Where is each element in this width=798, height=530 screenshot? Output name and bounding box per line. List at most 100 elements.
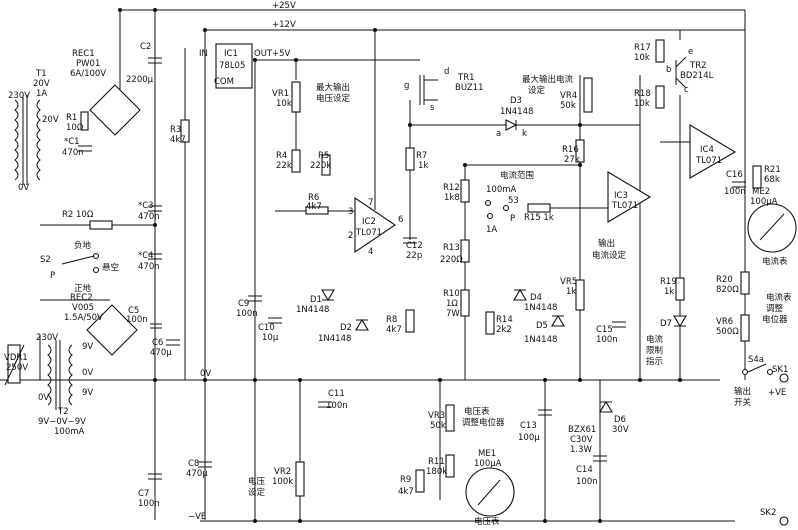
- r10-label: R10: [443, 289, 460, 299]
- c4-value: 470n: [138, 262, 160, 272]
- c5-value: 100n: [126, 315, 148, 325]
- s4a-label: S4a: [748, 355, 764, 365]
- ic4-part: TL071: [695, 156, 722, 166]
- rail-label-0v: 0V: [200, 369, 211, 379]
- c10-value: 10μ: [262, 333, 279, 343]
- r14-value: 2k2: [496, 325, 512, 335]
- r6-value: 4k7: [306, 202, 322, 212]
- ic1-pin-in: IN: [199, 49, 208, 59]
- me2-rating: 100μA: [750, 197, 778, 207]
- resistor-r8: R8 4k7: [386, 309, 415, 335]
- r6-label: R6: [308, 193, 319, 203]
- d6-label: D6: [614, 415, 626, 425]
- d7-note-line1: 电流: [646, 334, 664, 345]
- vr1-note-line1: 最大输出: [316, 82, 350, 93]
- switch-s4a: S4a 输出 开关: [734, 355, 774, 408]
- c6-label: C6: [152, 338, 163, 348]
- capacitor-c14: C14 100n: [576, 455, 607, 487]
- r19-label: R19: [660, 277, 677, 287]
- t2-sec-0v: 0V: [82, 368, 93, 378]
- c15-label: C15: [596, 325, 613, 335]
- r5-label: R5: [318, 151, 329, 161]
- c1-value: 470n: [62, 148, 84, 158]
- d5-part: 1N4148: [524, 335, 557, 345]
- resistor-r16: R16 27k: [562, 139, 585, 165]
- s4a-note-line2: 开关: [734, 397, 752, 408]
- r9-value: 4k7: [398, 487, 414, 497]
- range-title: 电流范围: [500, 170, 534, 181]
- capacitor-c1: *C1 470n: [62, 137, 92, 158]
- r12-value: 1k8: [444, 193, 460, 203]
- capacitor-c12: C12 22p: [403, 237, 423, 261]
- vr1-value: 10k: [276, 99, 292, 109]
- c13-label: C13: [520, 421, 537, 431]
- socket-sk2: SK2: [760, 508, 789, 526]
- r1-value: 10Ω: [66, 123, 84, 133]
- ic4-label: IC4: [700, 145, 714, 155]
- d4-part: 1N4148: [524, 303, 557, 313]
- r21-value: 68k: [764, 175, 780, 185]
- d3-part: 1N4148: [500, 107, 533, 117]
- d3-cathode: k: [522, 129, 527, 139]
- d6-part: BZX61: [568, 425, 596, 435]
- r16-label: R16: [562, 145, 579, 155]
- capacitor-c4: *C4 470n: [138, 251, 162, 272]
- c2-label: C2: [140, 42, 151, 52]
- r2-label: R2 10Ω: [62, 210, 94, 220]
- vr6-note-line3: 电位器: [762, 314, 788, 325]
- r14-label: R14: [496, 315, 513, 325]
- r17-value: 10k: [634, 53, 650, 63]
- vr6-value: 500Ω: [716, 327, 739, 337]
- resistor-r20: R20 820Ω: [716, 271, 750, 295]
- c8-label: C8: [188, 459, 199, 469]
- vr6-note-line1: 电流表: [766, 292, 792, 303]
- c12-label: C12: [406, 241, 423, 251]
- capacitor-c13: C13 100μ: [518, 409, 552, 443]
- vr3-note-line2: 调整电位器: [462, 417, 505, 428]
- range-pole: P: [510, 214, 515, 224]
- capacitor-c15: C15 100n: [596, 321, 626, 345]
- r20-label: R20: [716, 275, 733, 285]
- diode-d3: D3 1N4148 a k: [496, 96, 533, 139]
- capacitor-c2: C2 2200μ: [126, 42, 162, 85]
- c16-label: C16: [726, 170, 743, 180]
- t1-secondary-voltage: 20V: [42, 115, 59, 125]
- potentiometer-vr5: VR5 1k 输出 电流设定: [560, 238, 627, 311]
- d4-label: D4: [530, 293, 542, 303]
- switch-s2: S2 负地 悬空 P 正地: [40, 240, 119, 294]
- c7-value: 100n: [138, 499, 160, 509]
- t1-label: T1: [35, 69, 47, 79]
- resistor-r9: R9 4k7: [398, 469, 425, 497]
- c9-value: 100n: [236, 309, 258, 319]
- tr1-pin-g: g: [404, 81, 409, 91]
- vr5-value: 1k: [566, 287, 576, 297]
- vr5-label: VR5: [560, 277, 577, 287]
- vr3-note-line1: 电压表: [464, 406, 490, 417]
- range-1a: 1A: [486, 225, 497, 235]
- r20-value: 820Ω: [716, 285, 739, 295]
- d3-label: D3: [510, 96, 522, 106]
- ic2-pin3: 3: [348, 207, 353, 217]
- diode-d2: D2 1N4148: [318, 318, 369, 344]
- bridge-rectifier-rec2: REC2 V005 1.5A/50V: [64, 293, 138, 356]
- capacitor-c9: C9 100n: [236, 295, 262, 319]
- c16-value: 100n: [724, 187, 746, 197]
- r11-label: R11: [428, 457, 445, 467]
- tr1-part: BUZ11: [455, 83, 484, 93]
- range-switch-s3: 电流范围 100mA 53 P 1A: [484, 170, 534, 235]
- vr5-note-line2: 电流设定: [592, 250, 627, 261]
- c13-value: 100μ: [518, 433, 540, 443]
- r7-label: R7: [416, 151, 427, 161]
- r7-value: 1k: [418, 161, 428, 171]
- t2-sec-9v-a: 9V: [82, 342, 93, 352]
- d6-part-suffix: C30V: [570, 435, 593, 445]
- vr6-note-line2: 调整: [766, 303, 784, 314]
- d1-part: 1N4148: [296, 305, 329, 315]
- rail-label-12v: +12V: [272, 20, 296, 30]
- r18-value: 10k: [634, 99, 650, 109]
- vr2-label: VR2: [274, 467, 291, 477]
- opamp-ic3: IC3 TL071: [607, 171, 652, 223]
- me2-label: ME2: [752, 187, 770, 197]
- tr2-label: TR2: [689, 61, 707, 71]
- d2-label: D2: [340, 323, 352, 333]
